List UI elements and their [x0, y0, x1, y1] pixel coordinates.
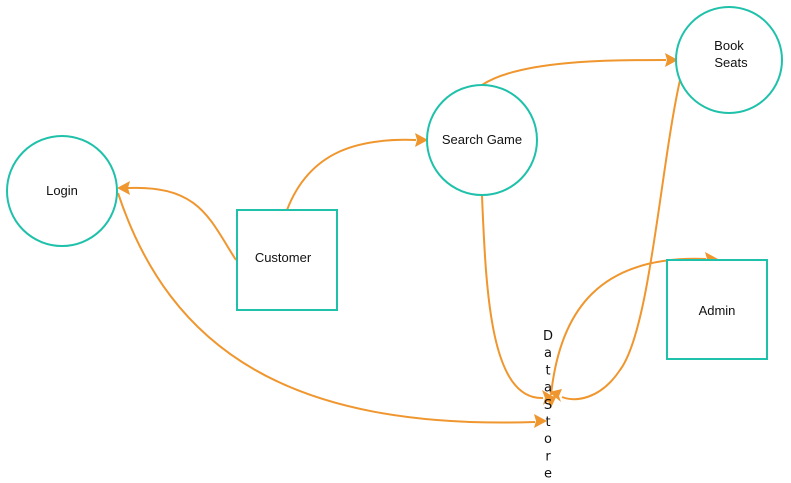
- search-game-circle: [426, 84, 538, 196]
- arrowhead-login-to-store: [534, 414, 547, 428]
- customer-label: Customer: [255, 250, 312, 265]
- node-customer[interactable]: Customer: [236, 209, 338, 311]
- edge-customer-login: [127, 186, 237, 261]
- customer-box: [236, 209, 338, 311]
- data-store-glyph: t: [545, 363, 550, 378]
- data-store-glyph: o: [544, 432, 552, 447]
- book-seats-circle: [675, 6, 783, 114]
- arrowhead-to-book-seats: [665, 53, 678, 67]
- data-store-glyph: a: [544, 381, 552, 396]
- book-seats-label-line2: Seats: [714, 55, 748, 70]
- edge-login-data-store: [117, 192, 536, 424]
- edge-search-game-data-store: [481, 195, 544, 400]
- admin-label: Admin: [699, 303, 736, 318]
- edges: [117, 53, 718, 428]
- admin-box: [666, 259, 768, 360]
- book-seats-label-line1: Book: [714, 38, 744, 53]
- data-store-glyph: t: [545, 415, 550, 430]
- edge-search-game-book-seats: [481, 59, 667, 86]
- node-login[interactable]: Login: [6, 135, 118, 247]
- node-book-seats[interactable]: Book Seats: [675, 6, 783, 114]
- data-store-glyph: e: [544, 467, 552, 482]
- data-store-glyph: a: [544, 346, 552, 361]
- arrowhead-to-search-game: [415, 133, 428, 147]
- data-store-glyph: r: [545, 449, 551, 464]
- arrowhead-admin-to-store: [545, 394, 557, 408]
- arrowhead-to-login: [117, 181, 130, 195]
- data-store-glyph: S: [544, 398, 552, 413]
- edge-customer-search-game: [286, 138, 417, 211]
- edge-book-seats-data-store: [561, 79, 681, 401]
- login-circle: [6, 135, 118, 247]
- node-search-game[interactable]: Search Game: [426, 84, 538, 196]
- search-game-label: Search Game: [442, 132, 522, 147]
- login-label: Login: [46, 183, 78, 198]
- node-admin[interactable]: Admin: [666, 259, 768, 360]
- data-store-glyph: D: [543, 329, 553, 344]
